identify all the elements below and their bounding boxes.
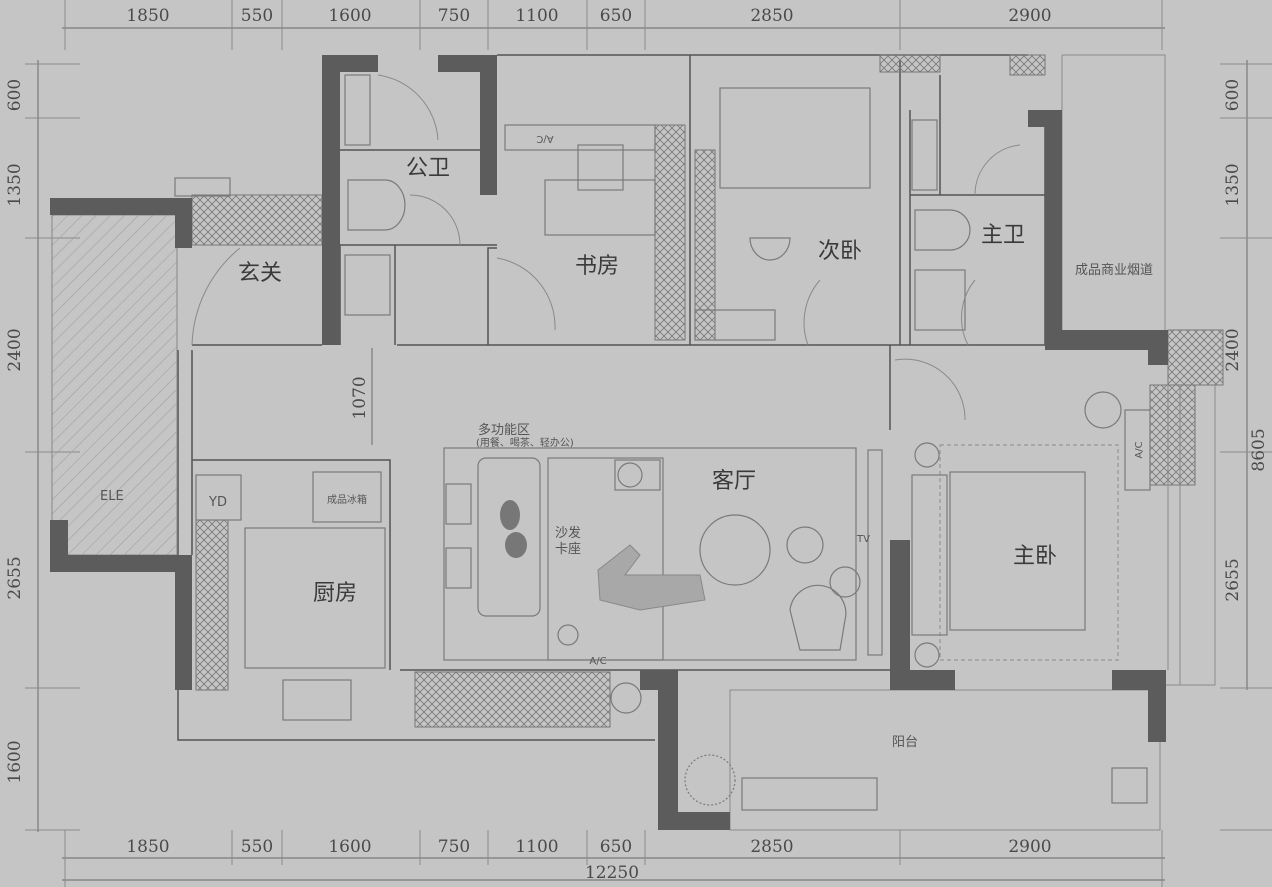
dim-top-2: 550 [241,6,273,26]
dim-top-7: 2850 [750,6,793,26]
label-flue: 成品商业烟道 [1075,263,1153,278]
dim-top-4: 750 [438,6,470,26]
dimension-left: 600 1350 2400 2655 1600 [5,60,80,832]
label-master-bath: 主卫 [981,223,1025,248]
label-entry: 玄关 [238,261,282,286]
interior-lines [51,54,1224,831]
label-study: 书房 [575,254,619,279]
dimension-bottom: 1850 550 1600 750 1100 650 2850 2900 122… [62,830,1165,887]
dim-bottom-3: 1600 [328,837,371,857]
dim-right-total: 8605 [1249,428,1269,471]
dim-right-2: 1350 [1223,163,1243,206]
dim-right-1: 600 [1223,79,1243,111]
label-sofa-2: 卡座 [555,542,581,557]
dim-corridor-width: 1070 [350,376,370,419]
label-multi-zone-note: (用餐、喝茶、轻办公) [476,436,574,449]
dim-top-8: 2900 [1008,6,1051,26]
dim-top-6: 650 [600,6,632,26]
label-second-bedroom: 次卧 [818,239,862,264]
annotations: A/C A/C A/C TV ELE YD 1070 [100,133,1145,667]
dim-bottom-1: 1850 [126,837,169,857]
dim-right-4: 2655 [1223,558,1243,601]
dim-top-1: 1850 [126,6,169,26]
label-living: 客厅 [712,469,756,494]
label-kitchen: 厨房 [313,581,357,606]
dim-bottom-6: 650 [600,837,632,857]
label-fridge: 成品冰箱 [327,493,367,506]
label-balcony: 阳台 [892,735,918,750]
label-sofa-1: 沙发 [555,525,581,541]
dim-bottom-7: 2850 [750,837,793,857]
dim-bottom-5: 1100 [515,837,558,857]
dim-top-3: 1600 [328,6,371,26]
dim-left-5: 1600 [5,740,25,783]
label-multi-zone: 多功能区 [478,422,530,438]
dim-bottom-2: 550 [241,837,273,857]
label-elevator: ELE [100,489,124,504]
dim-left-4: 2655 [5,556,25,599]
dim-bottom-8: 2900 [1008,837,1051,857]
label-ac-study: A/C [536,133,553,144]
dim-right-3: 2400 [1223,328,1243,371]
dim-left-3: 2400 [5,328,25,371]
dim-top-5: 1100 [515,6,558,26]
dim-left-1: 600 [5,79,25,111]
dim-bottom-4: 750 [438,837,470,857]
dimension-top: 1850 550 1600 750 1100 650 2850 2900 [62,0,1165,50]
label-master-bedroom: 主卧 [1013,544,1057,569]
label-tv: TV [856,534,870,545]
dim-bottom-total: 12250 [585,863,639,883]
dimension-right: 600 1350 2400 2655 8605 [1220,60,1272,831]
label-yd: YD [208,495,227,510]
label-public-bath: 公卫 [406,156,450,181]
room-labels: 玄关 公卫 书房 次卧 主卫 成品商业烟道 多功能区 (用餐、喝茶、轻办公) 客… [238,156,1153,750]
label-ac-master: A/C [1134,441,1145,458]
walls [50,55,1168,830]
label-ac-living: A/C [589,656,606,667]
dim-left-2: 1350 [5,163,25,206]
